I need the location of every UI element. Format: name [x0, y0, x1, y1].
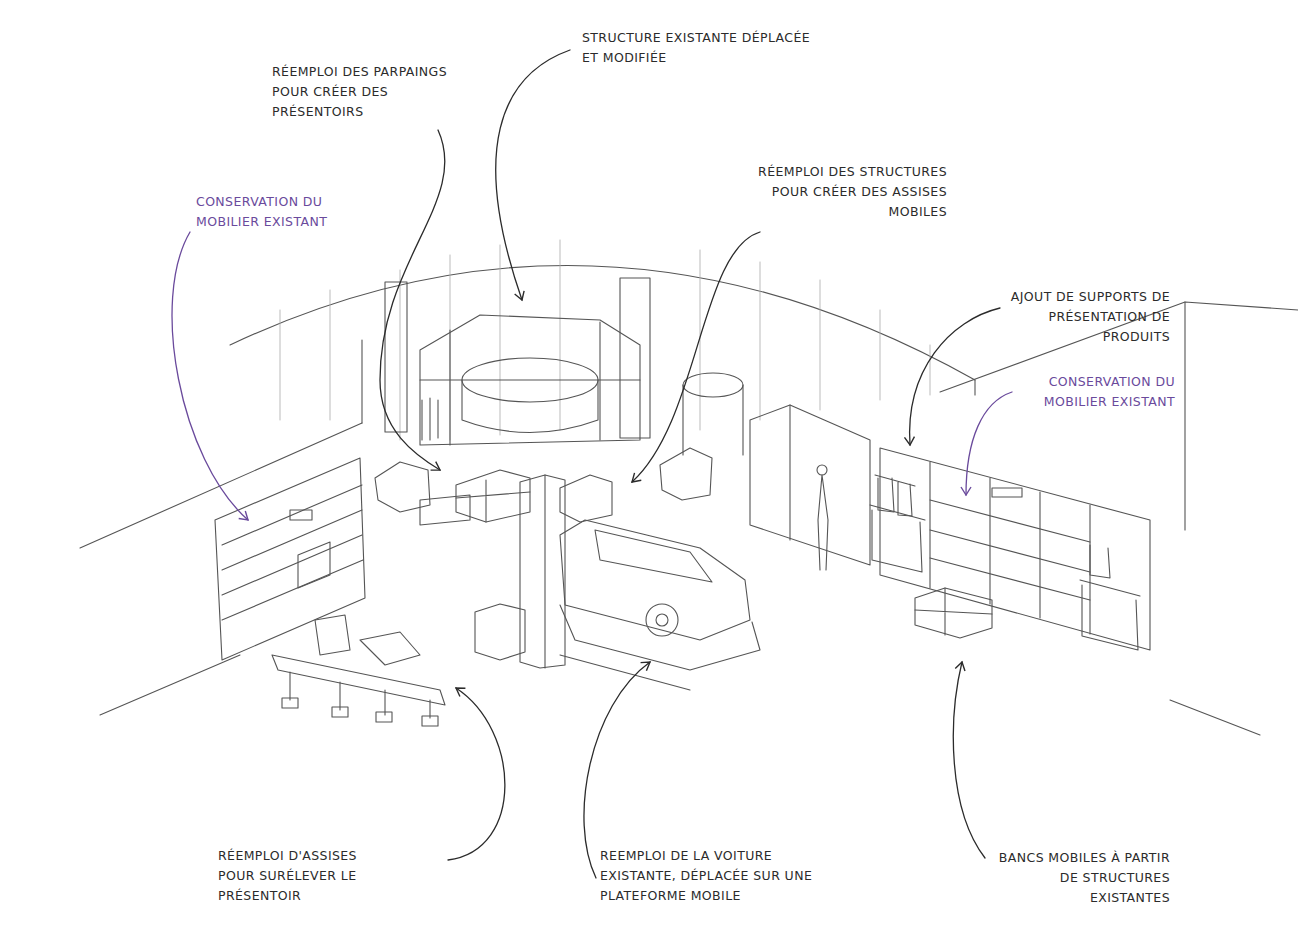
- annotation-label: CONSERVATION DU MOBILIER EXISTANT: [196, 192, 381, 232]
- annotation-label: RÉEMPLOI D'ASSISES POUR SURÉLEVER LE PRÉ…: [218, 846, 396, 906]
- annotation-label: CONSERVATION DU MOBILIER EXISTANT: [1000, 372, 1175, 412]
- annotation-label: STRUCTURE EXISTANTE DÉPLACÉE ET MODIFIÉE: [582, 28, 812, 68]
- annotation-label: REEMPLOI DE LA VOITURE EXISTANTE, DÉPLAC…: [600, 846, 828, 906]
- annotation-label: BANCS MOBILES À PARTIR DE STRUCTURES EXI…: [985, 848, 1170, 908]
- annotation-label: AJOUT DE SUPPORTS DE PRÉSENTATION DE PRO…: [1000, 287, 1170, 347]
- annotation-label: RÉEMPLOI DES PARPAINGS POUR CRÉER DES PR…: [272, 62, 460, 122]
- annotation-label: RÉEMPLOI DES STRUCTURES POUR CRÉER DES A…: [735, 162, 947, 222]
